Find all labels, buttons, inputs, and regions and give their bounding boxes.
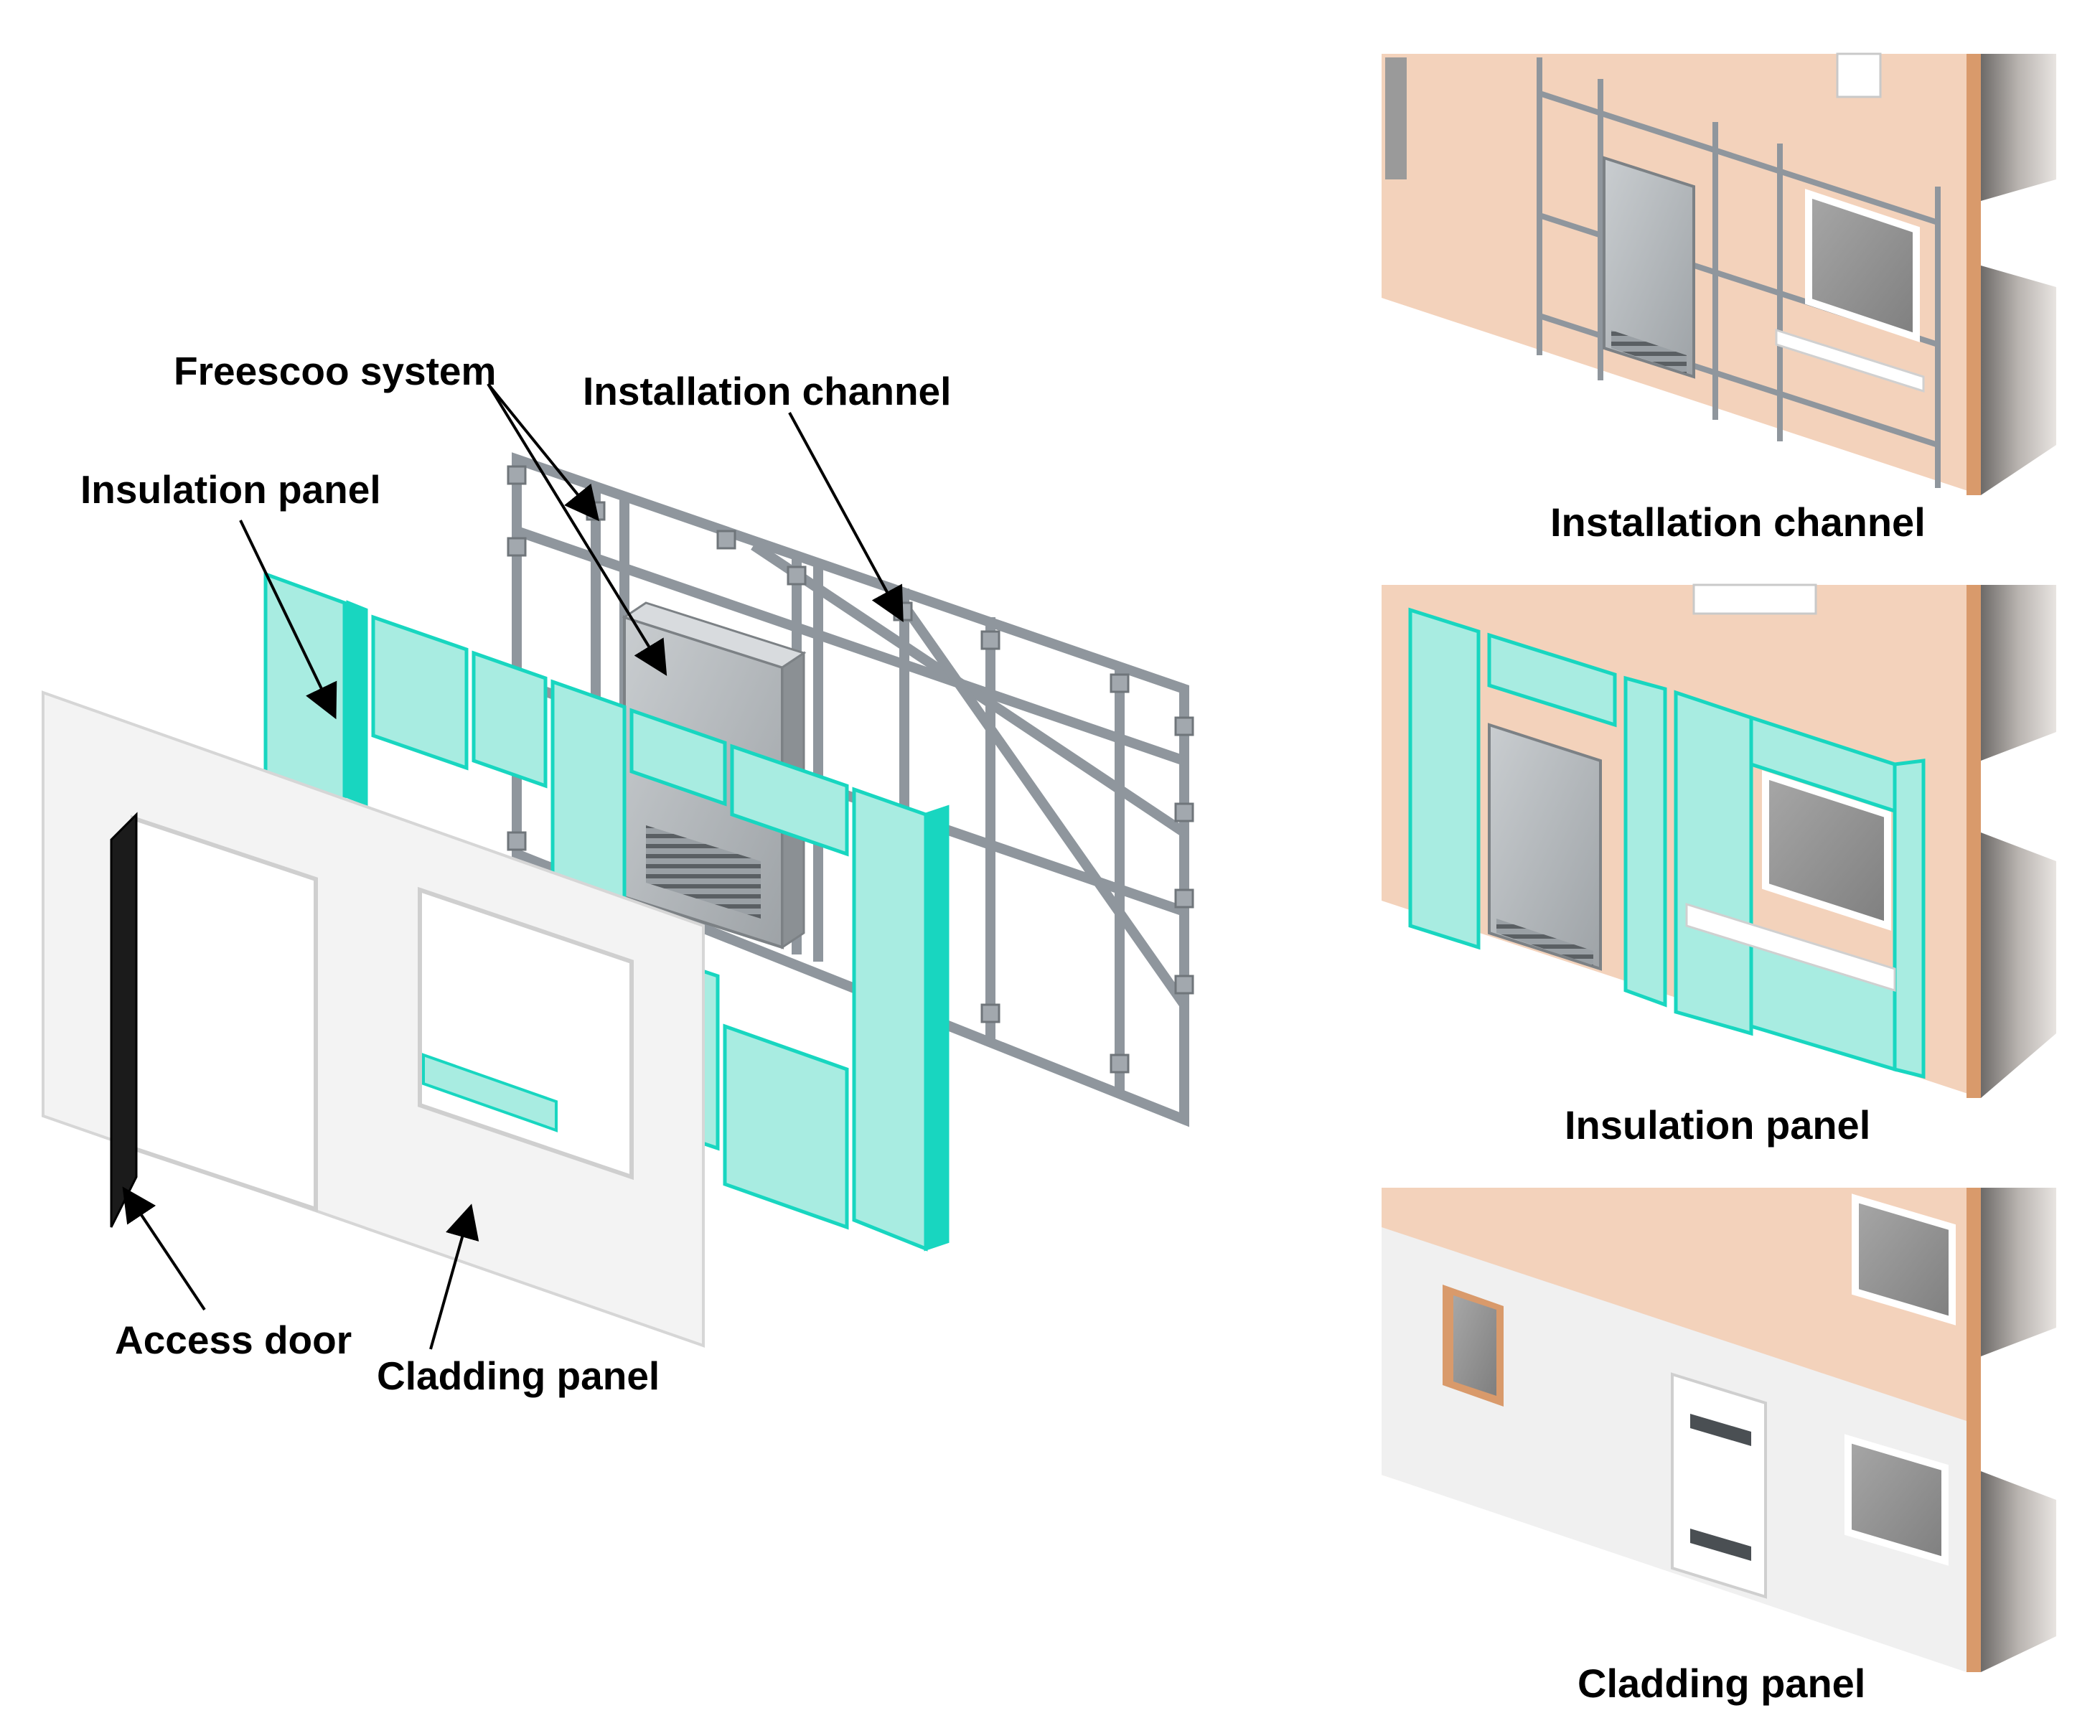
label-access-door: Access door (115, 1318, 352, 1362)
side-view-insulation (1382, 583, 2056, 1098)
label-freescoo-system: Freescoo system (174, 349, 497, 393)
access-door (110, 812, 138, 1228)
label-insulation-panel: Insulation panel (80, 467, 381, 512)
side-view-cladding (1382, 1188, 2056, 1672)
caption-cladding-panel: Cladding panel (1578, 1661, 1866, 1706)
caption-installation-channel: Installation channel (1550, 499, 1926, 545)
cladding-panel-front (42, 690, 705, 1348)
leader-lines (122, 383, 904, 1350)
caption-insulation-panel: Insulation panel (1565, 1102, 1871, 1148)
side-view-installation (1382, 52, 2056, 495)
label-installation-channel: Installation channel (583, 369, 952, 413)
label-cladding-panel: Cladding panel (377, 1353, 660, 1398)
